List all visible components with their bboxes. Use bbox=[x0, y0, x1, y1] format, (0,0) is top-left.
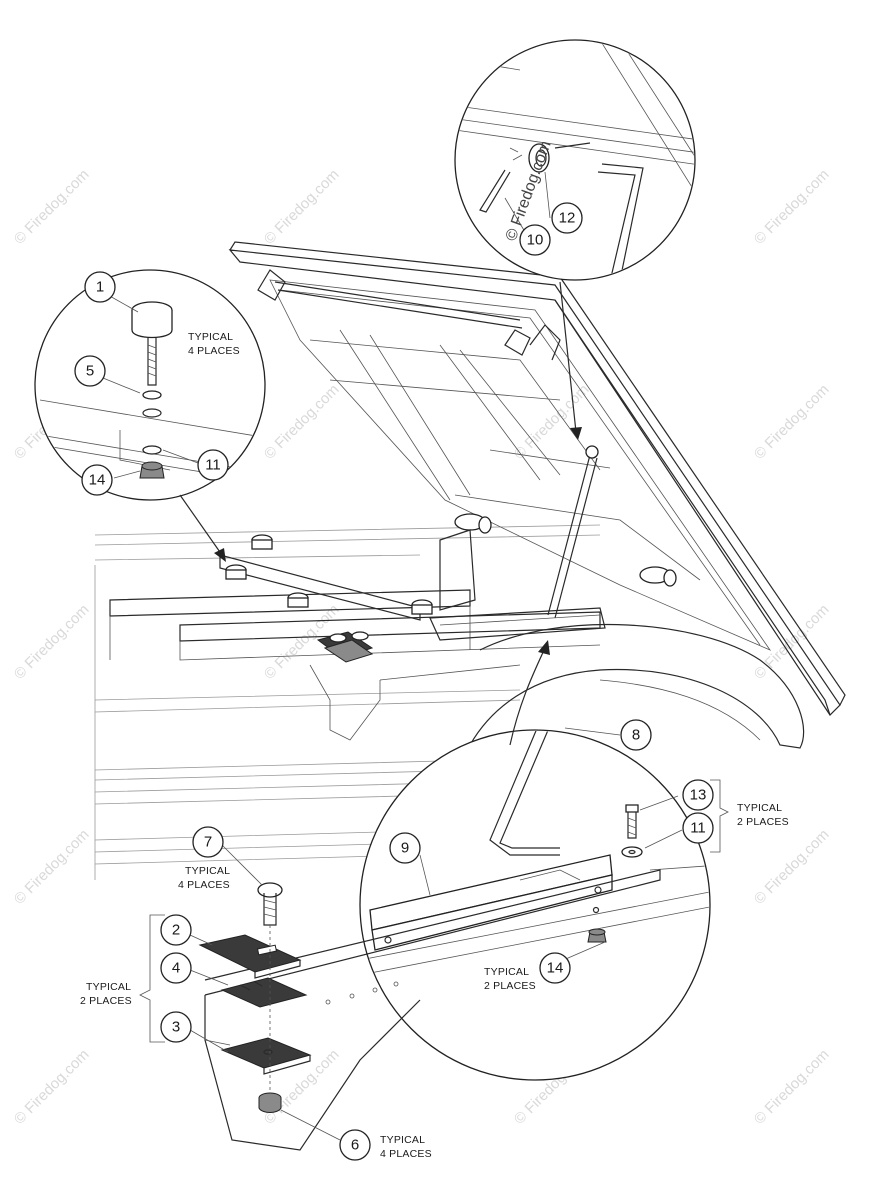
callout-number: 8 bbox=[632, 727, 640, 744]
callout-12: 12 bbox=[551, 202, 583, 234]
detail-circle-bumper bbox=[34, 269, 266, 501]
watermark: © Firedog.com bbox=[751, 381, 833, 463]
callout-number: 7 bbox=[204, 834, 212, 851]
callout-10: 10 bbox=[519, 224, 551, 256]
watermark: © Firedog.com bbox=[11, 826, 93, 908]
lower-bracket-assembly bbox=[198, 869, 661, 1151]
watermark: © Firedog.com bbox=[11, 601, 93, 683]
note-line: TYPICAL bbox=[86, 981, 131, 993]
callout-5: 5 bbox=[74, 355, 106, 387]
watermark: © Firedog.com bbox=[261, 166, 343, 248]
raised-lid bbox=[228, 241, 846, 716]
callout-4: 4 bbox=[160, 952, 192, 984]
callout-14b: 14 bbox=[539, 952, 571, 984]
callout-number: 6 bbox=[351, 1137, 359, 1154]
notes: TYPICAL 4 PLACES TYPICAL 4 PLACES TYPICA… bbox=[80, 331, 789, 1160]
watermark: © Firedog.com bbox=[511, 381, 593, 463]
bracket-markers bbox=[139, 779, 729, 1043]
callout-13: 13 bbox=[682, 779, 714, 811]
note-line: 4 PLACES bbox=[178, 879, 230, 891]
callout-number: 10 bbox=[527, 232, 544, 249]
note-line: TYPICAL bbox=[188, 331, 233, 343]
note-line: 2 PLACES bbox=[737, 816, 789, 828]
callout-number: 14 bbox=[89, 472, 106, 489]
note-line: 4 PLACES bbox=[380, 1148, 432, 1160]
note-line: TYPICAL bbox=[185, 865, 230, 877]
watermark: © Firedog.com bbox=[11, 166, 93, 248]
callout-number: 2 bbox=[172, 922, 180, 939]
callouts: 1 2 3 4 5 6 7 8 bbox=[74, 202, 714, 1161]
callout-6: 6 bbox=[339, 1129, 371, 1161]
watermark: © Firedog.com bbox=[11, 1046, 93, 1128]
note-line: TYPICAL bbox=[484, 966, 529, 978]
note-line: 2 PLACES bbox=[80, 995, 132, 1007]
callout-14a: 14 bbox=[81, 464, 113, 496]
detail-circle-rod-bracket bbox=[359, 729, 711, 1081]
detail-circle-hinge-pin bbox=[454, 39, 696, 281]
note-typical-2-places: TYPICAL 2 PLACES bbox=[484, 966, 536, 992]
callout-1: 1 bbox=[84, 271, 116, 303]
callout-number: 3 bbox=[172, 1019, 180, 1036]
note-typical-4-places: TYPICAL 4 PLACES bbox=[188, 331, 240, 357]
frame-cross-member bbox=[219, 529, 606, 663]
note-line: 4 PLACES bbox=[188, 345, 240, 357]
callout-11a: 11 bbox=[197, 449, 229, 481]
callout-7: 7 bbox=[192, 826, 224, 858]
note-line: 2 PLACES bbox=[484, 980, 536, 992]
callout-number: 14 bbox=[547, 960, 564, 977]
callout-3: 3 bbox=[160, 1011, 192, 1043]
note-typical-4-places: TYPICAL 4 PLACES bbox=[380, 1134, 432, 1160]
watermark: © Firedog.com bbox=[751, 1046, 833, 1128]
callout-11b: 11 bbox=[682, 812, 714, 844]
note-typical-2-places: TYPICAL 2 PLACES bbox=[80, 981, 132, 1007]
callout-2: 2 bbox=[160, 914, 192, 946]
callout-number: 11 bbox=[690, 820, 706, 837]
note-line: TYPICAL bbox=[380, 1134, 425, 1146]
note-typical-4-places: TYPICAL 4 PLACES bbox=[178, 865, 230, 891]
callout-number: 9 bbox=[401, 840, 409, 857]
leader-lines bbox=[102, 171, 683, 1141]
callout-8: 8 bbox=[620, 719, 652, 751]
watermark: © Firedog.com bbox=[261, 381, 343, 463]
callout-number: 12 bbox=[559, 210, 576, 227]
callout-number: 4 bbox=[172, 960, 180, 977]
watermark: © Firedog.com bbox=[751, 166, 833, 248]
note-line: TYPICAL bbox=[737, 802, 782, 814]
callout-number: 1 bbox=[96, 279, 104, 296]
watermark: © Firedog.com bbox=[751, 826, 833, 908]
callout-9: 9 bbox=[389, 832, 421, 864]
callout-number: 5 bbox=[86, 363, 94, 380]
callout-number: 11 bbox=[205, 457, 221, 474]
note-typical-2-places: TYPICAL 2 PLACES bbox=[737, 802, 789, 828]
callout-number: 13 bbox=[690, 787, 707, 804]
